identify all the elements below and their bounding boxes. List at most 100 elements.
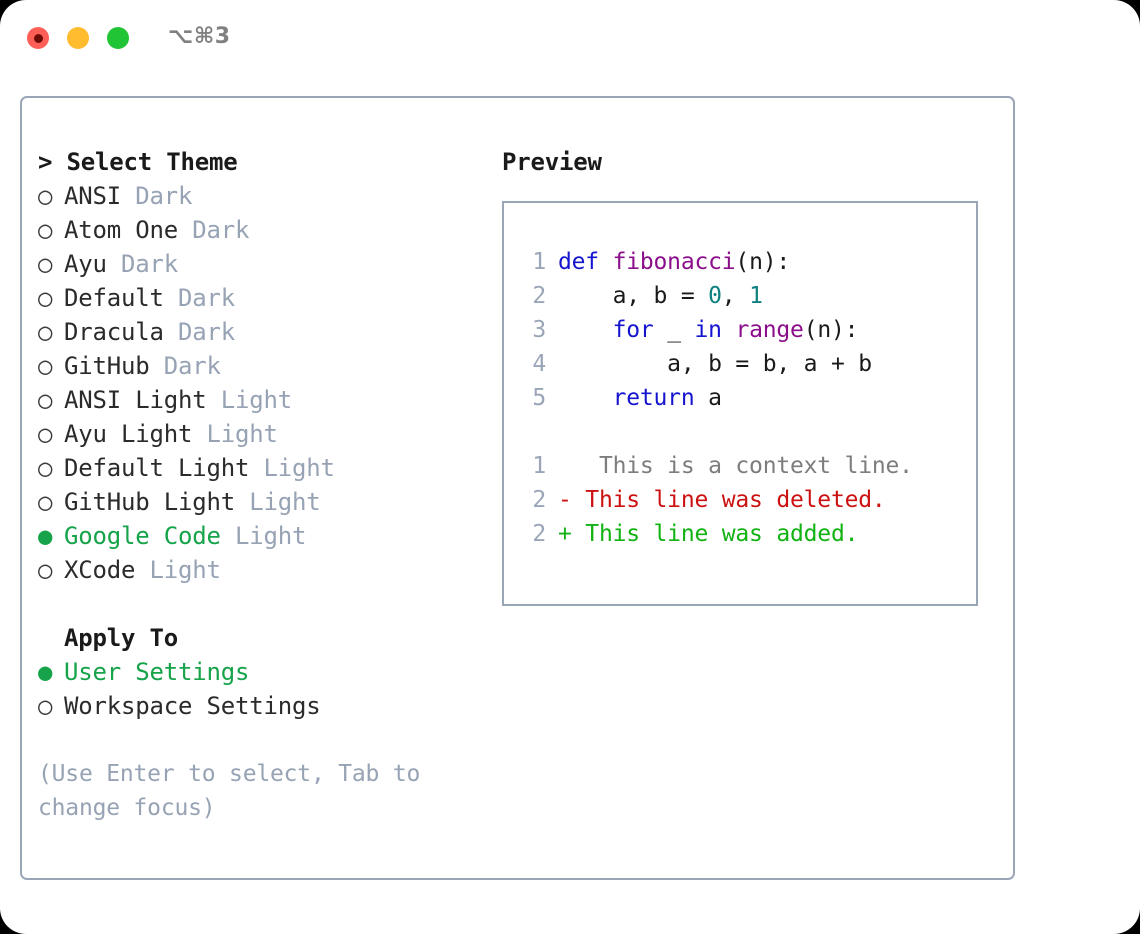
theme-option-google-code[interactable]: ● Google Code Light <box>38 519 478 553</box>
main-panel: > Select Theme ○ANSI Dark○Atom One Dark○… <box>20 96 1015 880</box>
code-token: , <box>721 283 750 309</box>
code-token: (n): <box>735 249 791 275</box>
theme-option-label: Google Code <box>64 522 221 550</box>
theme-variant-label: Dark <box>178 216 250 244</box>
theme-option-ayu[interactable]: ○ Ayu Dark <box>38 247 478 281</box>
code-token: 0 <box>708 283 722 309</box>
apply-to-option-label: Workspace Settings <box>64 692 321 720</box>
line-number: 2 <box>532 521 546 547</box>
code-token: range <box>735 317 804 343</box>
diff-line-add: 2 + This line was added. <box>520 517 913 551</box>
diff-line-text: + This line was added. <box>558 521 859 547</box>
line-number: 2 <box>532 283 546 309</box>
apply-to-option-label: User Settings <box>64 658 250 686</box>
theme-variant-label: Dark <box>163 284 235 312</box>
theme-option-label: Ayu <box>64 250 107 278</box>
radio-selected-icon: ● <box>38 522 53 550</box>
code-token: def <box>558 249 613 275</box>
theme-option-label: XCode <box>64 556 136 584</box>
code-line: 2 a, b = 0, 1 <box>520 279 913 313</box>
diff-line-del: 2 - This line was deleted. <box>520 483 913 517</box>
theme-option-github-light[interactable]: ○ GitHub Light Light <box>38 485 478 519</box>
theme-option-xcode[interactable]: ○ XCode Light <box>38 553 478 587</box>
theme-option-label: ANSI <box>64 182 121 210</box>
theme-variant-label: Light <box>220 522 307 550</box>
theme-option-label: GitHub Light <box>64 488 235 516</box>
theme-option-label: Ayu Light <box>64 420 193 448</box>
theme-variant-label: Light <box>192 420 278 448</box>
line-number: 1 <box>532 249 546 275</box>
code-line: 3 for _ in range(n): <box>520 313 913 347</box>
theme-option-label: GitHub <box>64 352 150 380</box>
theme-option-ansi-light[interactable]: ○ANSI Light Light <box>38 383 478 417</box>
theme-variant-label: Dark <box>121 182 193 210</box>
radio-unselected-icon: ○ <box>38 488 53 516</box>
line-number: 4 <box>532 351 546 377</box>
code-token: 1 <box>749 283 763 309</box>
line-number: 2 <box>532 487 546 513</box>
theme-variant-label: Light <box>235 488 321 516</box>
diff-line-text: - This line was deleted. <box>558 487 886 513</box>
code-token: a, b = <box>558 283 709 309</box>
radio-unselected-icon: ○ <box>38 250 53 278</box>
theme-option-ansi[interactable]: ○ ANSI Dark <box>38 179 478 213</box>
theme-variant-label: Light <box>206 386 292 414</box>
theme-option-label: Dracula <box>64 318 164 346</box>
radio-selected-icon: ● <box>38 658 53 686</box>
minimize-button[interactable] <box>67 27 89 49</box>
radio-unselected-icon: ○ <box>38 318 53 346</box>
theme-picker-column: > Select Theme ○ANSI Dark○Atom One Dark○… <box>38 145 478 825</box>
radio-unselected-icon: ○ <box>38 454 53 482</box>
theme-option-default-light[interactable]: ○ Default Light Light <box>38 451 478 485</box>
close-button[interactable] <box>27 27 49 49</box>
apply-to-heading: Apply To <box>64 624 178 652</box>
line-number: 1 <box>532 453 546 479</box>
code-token: fibonacci <box>612 249 736 275</box>
line-number: 3 <box>532 317 546 343</box>
theme-option-dracula[interactable]: ○ Dracula Dark <box>38 315 478 349</box>
theme-option-label: ANSI Light <box>64 386 207 414</box>
code-token: for <box>558 317 668 343</box>
code-token: in <box>694 317 736 343</box>
theme-option-default[interactable]: ○ Default Dark <box>38 281 478 315</box>
code-token: _ <box>667 317 695 343</box>
preview-divider <box>520 415 913 449</box>
theme-option-github[interactable]: ○GitHub Dark <box>38 349 478 383</box>
code-token: return <box>558 385 709 411</box>
title-bar: ⌥⌘3 <box>0 0 1140 78</box>
code-line: 5 return a <box>520 381 913 415</box>
theme-option-label: Default <box>64 284 164 312</box>
theme-list: ○ ANSI Dark ○ Atom One Dark ○ Ayu Dark ○ Defaul… <box>38 179 478 587</box>
theme-variant-label: Light <box>249 454 335 482</box>
maximize-button[interactable] <box>107 27 129 49</box>
theme-option-label: Atom One <box>64 216 178 244</box>
line-number: 5 <box>532 385 546 411</box>
radio-unselected-icon: ○ <box>38 556 53 584</box>
radio-unselected-icon: ○ <box>38 352 53 380</box>
theme-option-atom-one[interactable]: ○ Atom One Dark <box>38 213 478 247</box>
radio-unselected-icon: ○ <box>38 284 53 312</box>
radio-unselected-icon: ○ <box>38 182 53 210</box>
radio-unselected-icon: ○ <box>38 216 53 244</box>
apply-to-option-user-settings[interactable]: ● User Settings <box>38 655 478 689</box>
window-controls <box>27 27 129 49</box>
apply-to-list: ● User Settings ○ Workspace Settings <box>38 655 478 723</box>
code-line: 1 def fibonacci(n): <box>520 245 913 279</box>
theme-option-label: Default Light <box>64 454 250 482</box>
theme-variant-label: Light <box>135 556 221 584</box>
preview-heading: Preview <box>502 148 602 176</box>
theme-option-ayu-light[interactable]: ○ Ayu Light Light <box>38 417 478 451</box>
diff-line-text: This is a context line. <box>558 453 913 479</box>
radio-unselected-icon: ○ <box>38 420 53 448</box>
code-token: a, b = b, a + b <box>558 351 872 377</box>
apply-to-option-workspace-settings[interactable]: ○ Workspace Settings <box>38 689 478 723</box>
theme-variant-label: Dark <box>163 318 235 346</box>
diff-line-ctx: 1 This is a context line. <box>520 449 913 483</box>
radio-unselected-icon: ○ <box>38 692 53 720</box>
list-spacer <box>38 587 478 621</box>
theme-variant-label: Dark <box>106 250 178 278</box>
